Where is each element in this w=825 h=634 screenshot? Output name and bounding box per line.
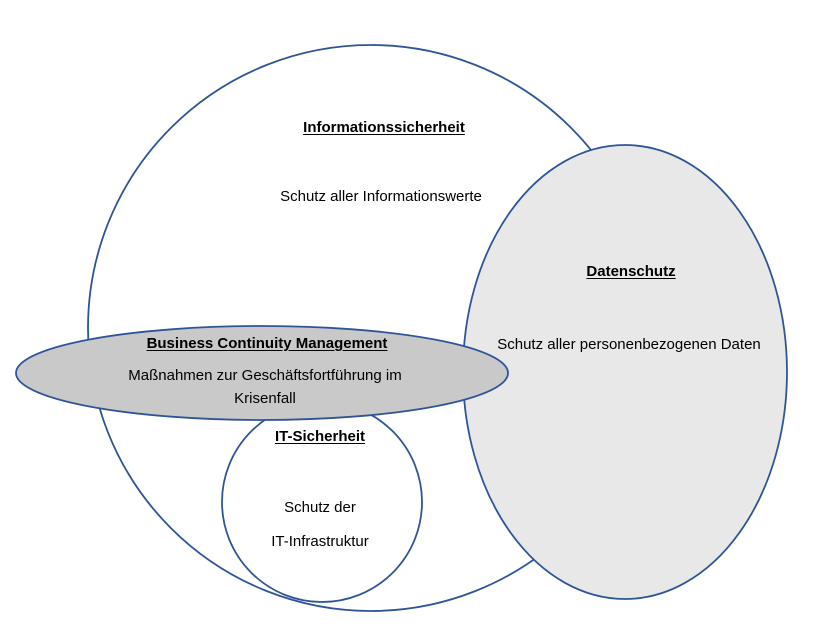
it-sicherheit-description-line1: Schutz der [284,499,356,516]
business-continuity-ellipse [15,325,509,421]
it-sicherheit-description-line2: IT-Infrastruktur [271,533,369,550]
it-sicherheit-description: Schutz der IT-Infrastruktur [271,491,369,559]
datenschutz-description: Schutz aller personenbezogenen Daten [497,336,761,353]
it-sicherheit-title: IT-Sicherheit [274,428,366,445]
datenschutz-ellipse [462,144,788,600]
datenschutz-title: Datenschutz [586,263,676,280]
informationssicherheit-description: Schutz aller Informationswerte [280,188,482,205]
informationssicherheit-title: Informationssicherheit [303,119,465,136]
business-continuity-description-line1: Maßnahmen zur Geschäftsfortführung im [128,367,402,384]
business-continuity-description-line2: Krisenfall [234,390,296,407]
business-continuity-title: Business Continuity Management [146,335,388,352]
business-continuity-description: Maßnahmen zur Geschäftsfortführung im Kr… [128,364,401,410]
